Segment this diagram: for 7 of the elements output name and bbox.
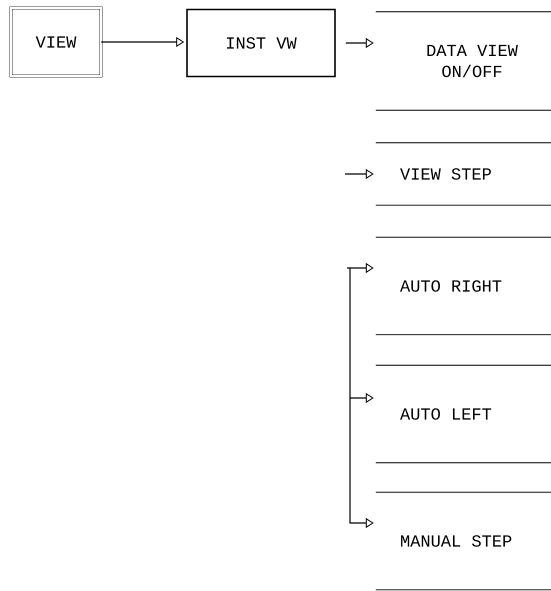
softkey-label: MANUAL STEP	[375, 492, 551, 590]
softkey-label: VIEW STEP	[375, 142, 551, 206]
softkey-label: DATA VIEW ON/OFF	[375, 11, 551, 111]
key-box: VIEW	[10, 6, 102, 78]
softkey-label: AUTO RIGHT	[375, 236, 551, 336]
key-box: INST VW	[186, 8, 336, 78]
softkey-label: AUTO LEFT	[375, 364, 551, 464]
